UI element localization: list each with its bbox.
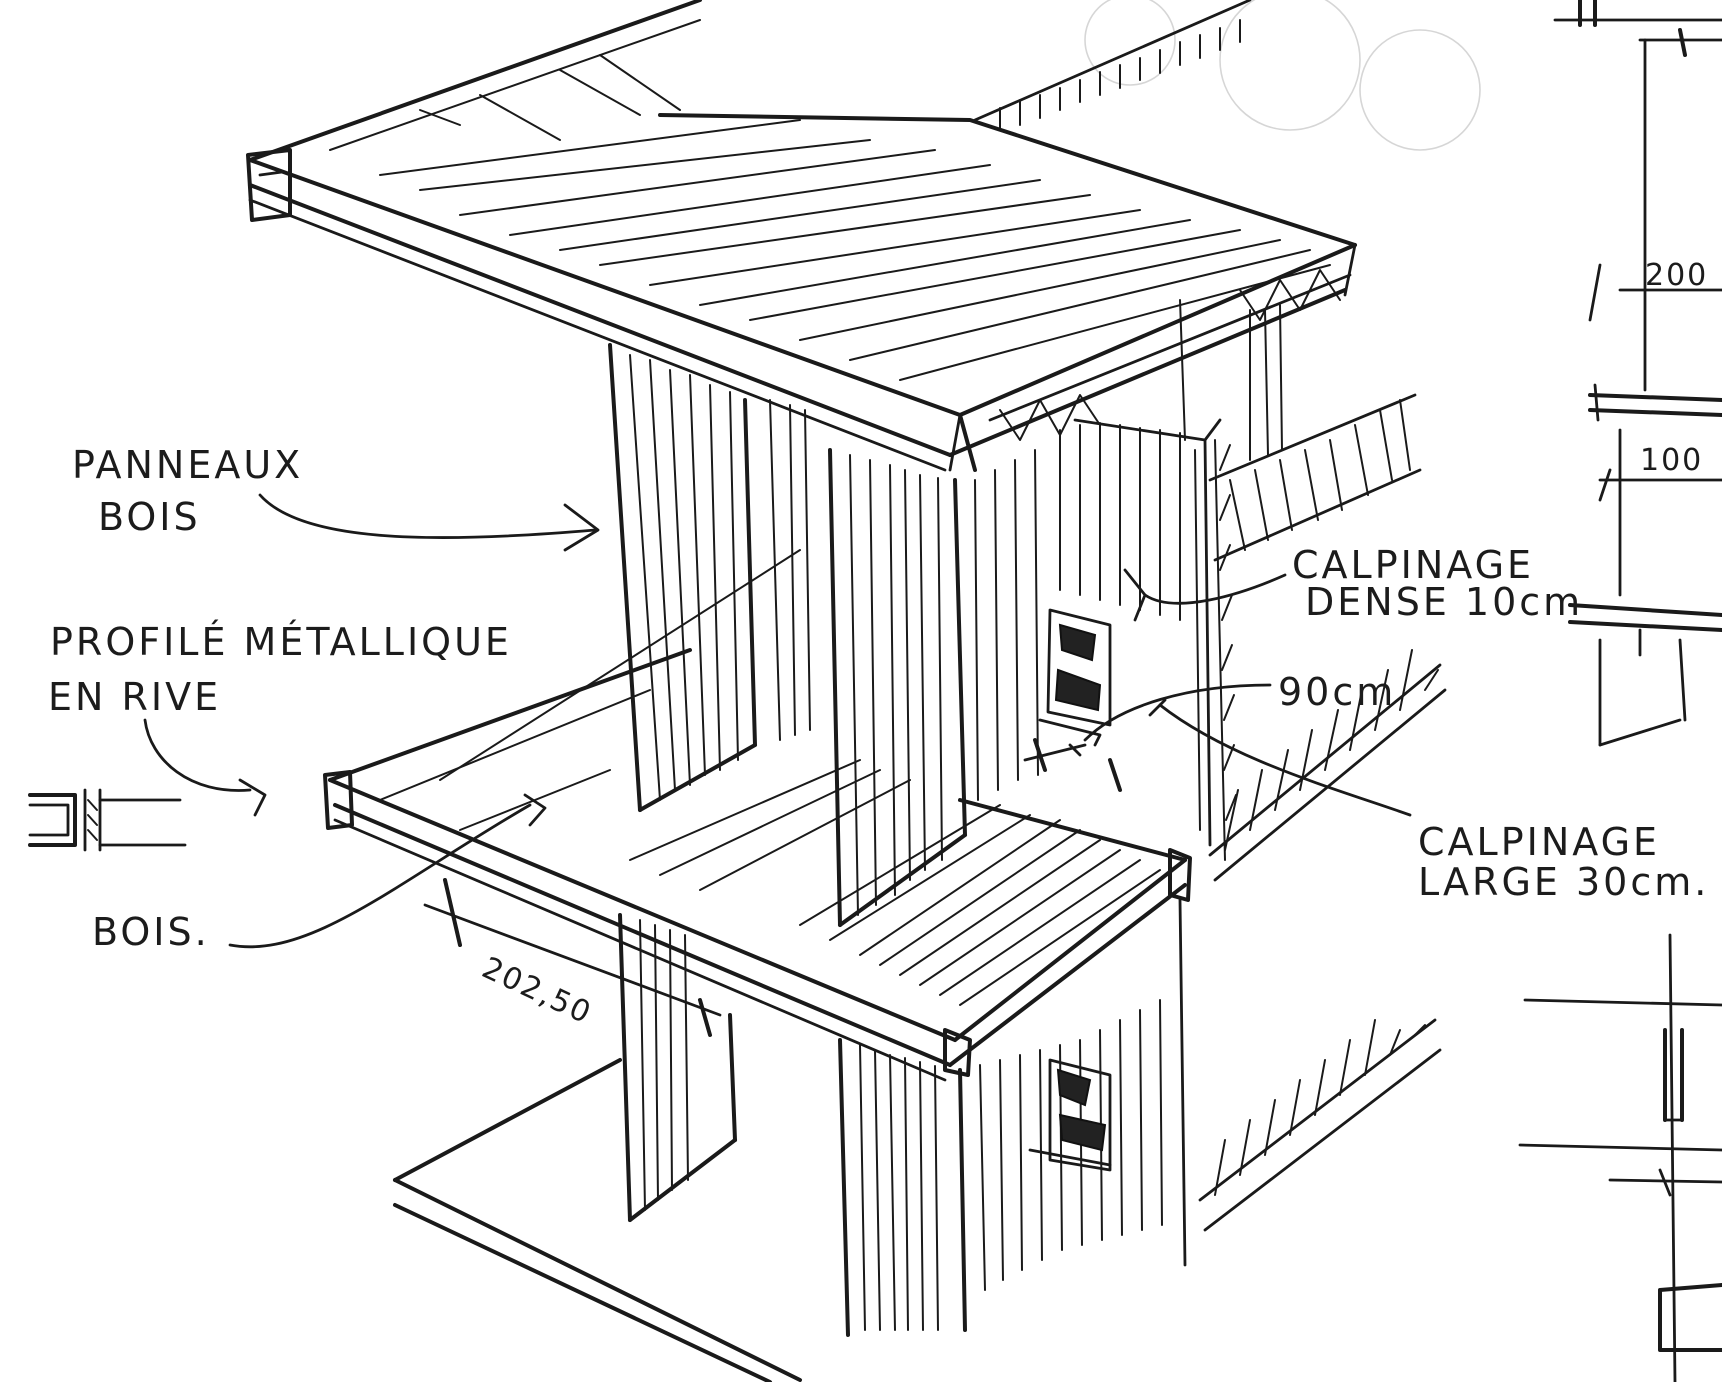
hatched-wall-top xyxy=(973,0,1252,131)
lower-walls xyxy=(618,898,1187,1337)
hatched-balcony-right xyxy=(1198,393,1447,1232)
label-calpinage-large-line2: LARGE 30cm. xyxy=(1418,860,1709,904)
section-detail-right: 200 100 xyxy=(1518,0,1722,1382)
leader-lines xyxy=(143,493,1412,949)
label-calpinage-large-line1: CALPINAGE xyxy=(1418,820,1660,864)
label-calpinage-dense-line2: DENSE 10cm xyxy=(1305,580,1583,624)
upper-slab xyxy=(246,0,1357,472)
wood-panel-left xyxy=(608,343,811,812)
label-profile-line1: PROFILÉ MÉTALLIQUE xyxy=(50,620,512,664)
label-profile-line2: EN RIVE xyxy=(48,675,221,719)
dimension-label-200: 200 xyxy=(1645,258,1708,293)
label-panneaux-line2: BOIS xyxy=(98,495,201,539)
wood-panel-center xyxy=(828,448,1039,927)
label-calpinage-dense-line1: CALPINAGE xyxy=(1292,543,1534,587)
annotations: PANNEAUX BOIS PROFILÉ MÉTALLIQUE EN RIVE… xyxy=(48,443,1709,954)
background-ghost-lines xyxy=(1084,0,1481,151)
label-panneaux-line1: PANNEAUX xyxy=(72,443,303,487)
label-90cm: 90cm xyxy=(1278,670,1396,714)
right-wall-upper xyxy=(1038,299,1283,861)
section-detail-left xyxy=(28,788,187,852)
dimension-label-100: 100 xyxy=(1640,443,1703,478)
ground-slab xyxy=(393,1058,802,1382)
label-bois: BOIS. xyxy=(92,910,210,954)
